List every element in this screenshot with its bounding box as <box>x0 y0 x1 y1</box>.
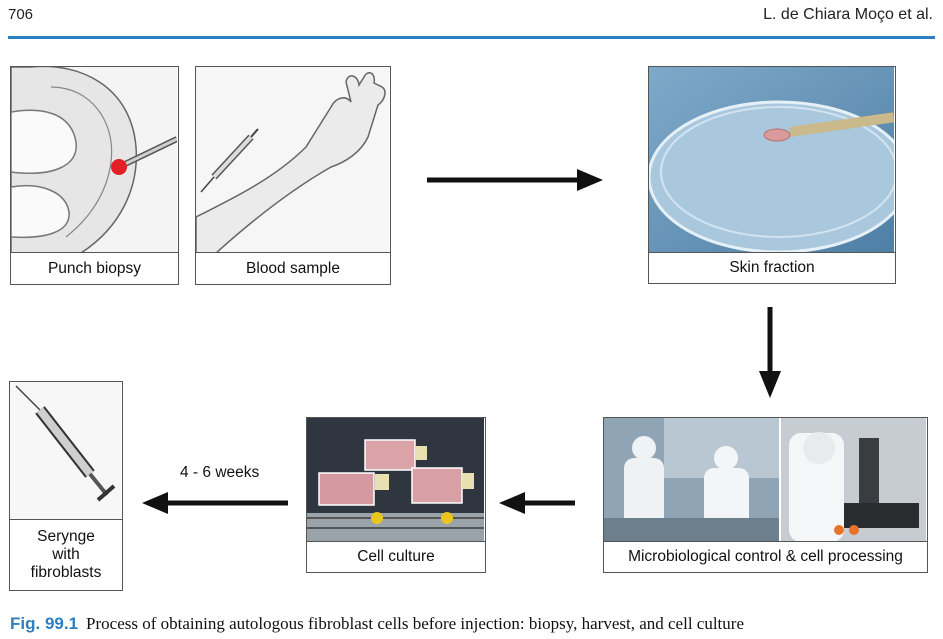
panel-skin-fraction: Skin fraction <box>648 66 896 284</box>
petri-dish-photo <box>649 67 895 253</box>
lab-photos <box>604 418 927 542</box>
caption-text: Process of obtaining autologous fibrobla… <box>86 614 744 633</box>
panel-cell-culture: Cell culture <box>306 417 486 573</box>
panel-label-punch-biopsy: Punch biopsy <box>11 252 178 284</box>
arrow-down-icon <box>759 307 781 398</box>
ear-biopsy-illustration <box>11 67 178 253</box>
figure-label: Fig. 99.1 <box>10 614 79 633</box>
panel-label-cell-culture: Cell culture <box>307 541 485 572</box>
panel-label-skin-fraction: Skin fraction <box>649 252 895 283</box>
panel-blood-sample: Blood sample <box>195 66 391 285</box>
arrow-right-icon <box>427 169 603 191</box>
running-head: L. de Chiara Moço et al. <box>763 6 933 23</box>
arrow-label-duration: 4 - 6 weeks <box>180 464 260 481</box>
arm-syringe-illustration <box>196 67 390 253</box>
arrow-left-icon <box>142 492 288 514</box>
header-rule <box>8 36 935 39</box>
syringe-label-line-2: with <box>52 546 80 564</box>
arrow-left-icon <box>499 492 575 514</box>
panel-label-microbiological: Microbiological control & cell processin… <box>604 541 927 572</box>
biopsy-dot <box>111 159 127 175</box>
syringe-illustration <box>10 382 122 520</box>
syringe-label-line-3: fibroblasts <box>30 563 102 581</box>
panel-punch-biopsy: Punch biopsy <box>10 66 179 285</box>
figure-caption: Fig. 99.1 Process of obtaining autologous… <box>10 614 744 634</box>
page-number: 706 <box>8 6 34 23</box>
panel-label-syringe: Serynge with fibroblasts <box>10 519 122 590</box>
panel-label-blood-sample: Blood sample <box>196 252 390 284</box>
syringe-label-line-1: Serynge <box>37 528 95 546</box>
panel-syringe: Serynge with fibroblasts <box>9 381 123 591</box>
panel-microbiological-control: Microbiological control & cell processin… <box>603 417 928 573</box>
culture-flasks-photo <box>307 418 485 542</box>
